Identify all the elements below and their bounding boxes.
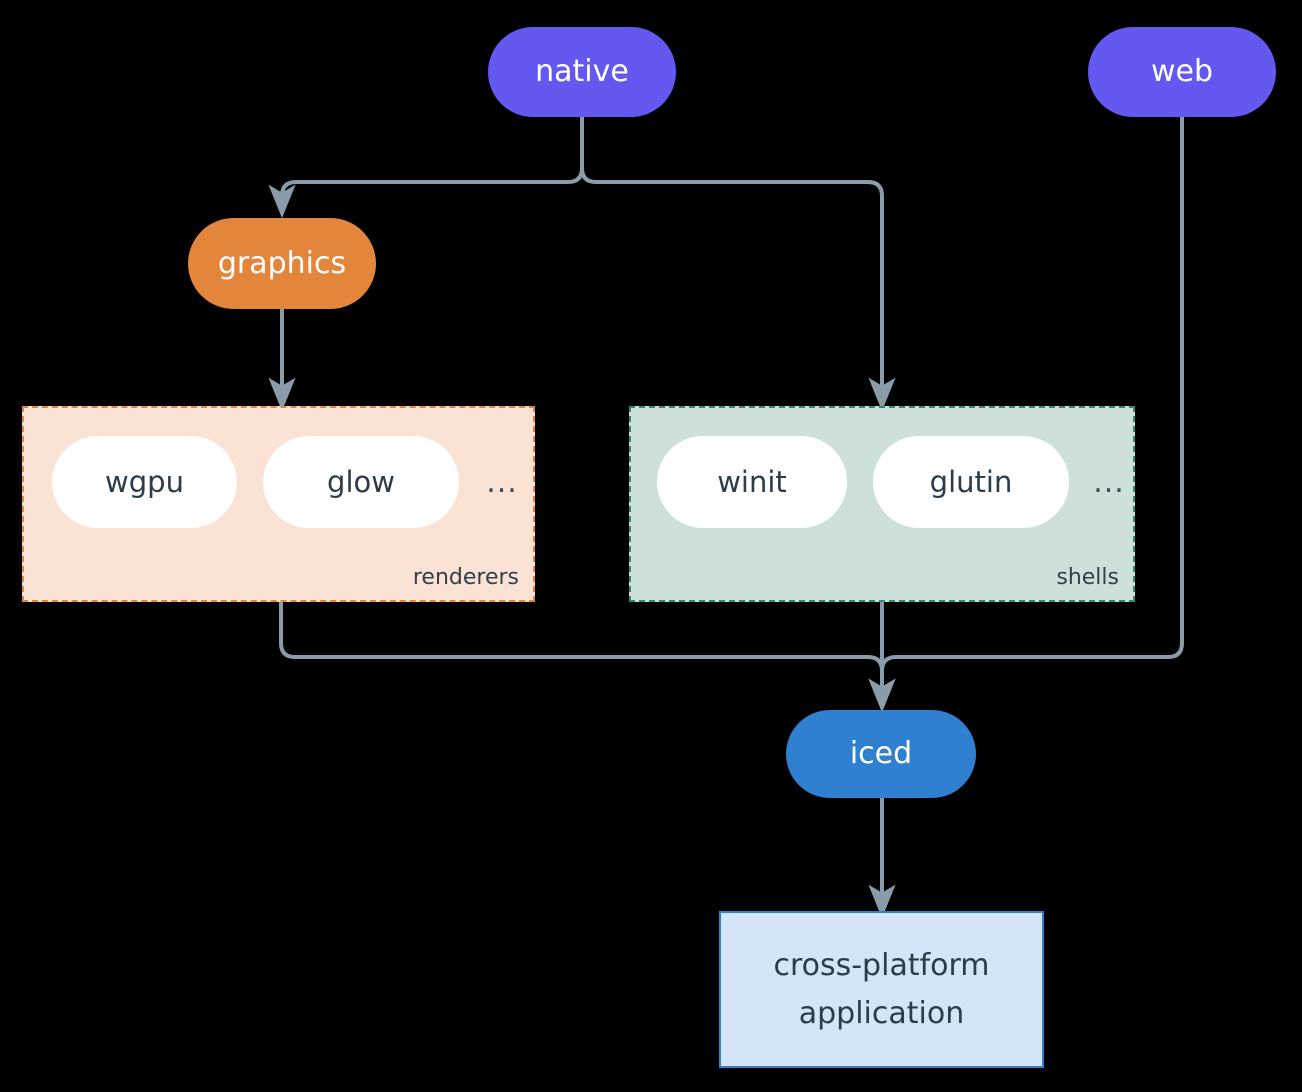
application-label-line2: application <box>798 995 965 1031</box>
shells-overflow-ellipsis: ... <box>1093 464 1125 500</box>
cluster-shells: winit glutin ... shells <box>629 406 1135 602</box>
node-web-label: web <box>1150 54 1214 90</box>
cluster-renderers-label: renderers <box>412 565 519 590</box>
renderer-item-glow[interactable]: glow <box>263 436 459 528</box>
edge-renderers-iced <box>279 600 896 713</box>
node-native-label: native <box>535 54 629 90</box>
node-iced-label: iced <box>849 736 913 772</box>
renderer-item-wgpu[interactable]: wgpu <box>52 436 237 528</box>
shell-item-winit-label: winit <box>717 465 787 499</box>
node-graphics-label: graphics <box>217 245 347 281</box>
application-label-line1: cross-platform <box>773 947 990 983</box>
cluster-renderers: wgpu glow ... renderers <box>22 406 535 602</box>
cluster-shells-label: shells <box>1056 565 1119 590</box>
node-graphics[interactable]: graphics <box>188 218 376 309</box>
renderer-item-glow-label: glow <box>327 465 395 499</box>
shell-item-glutin-label: glutin <box>929 465 1013 499</box>
renderer-item-wgpu-label: wgpu <box>105 465 184 499</box>
node-native[interactable]: native <box>488 27 676 117</box>
shell-item-glutin[interactable]: glutin <box>873 436 1069 528</box>
edge-native-shells <box>580 113 896 412</box>
node-cross-platform-application[interactable]: cross-platform application <box>719 911 1044 1068</box>
renderers-overflow-ellipsis: ... <box>486 464 518 500</box>
node-web[interactable]: web <box>1088 27 1276 117</box>
shell-item-winit[interactable]: winit <box>657 436 847 528</box>
node-iced[interactable]: iced <box>786 710 976 798</box>
edge-native-split <box>268 113 584 219</box>
